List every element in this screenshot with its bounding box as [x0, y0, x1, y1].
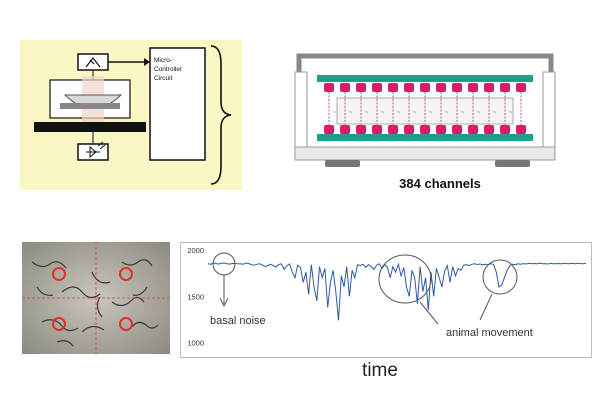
sensor-3	[356, 83, 366, 92]
worm-glyph-4: ~	[381, 110, 385, 116]
sensor-5	[388, 83, 398, 92]
signal-series-line	[207, 262, 587, 321]
reader-right-wall	[542, 71, 556, 148]
emitter-4	[372, 125, 382, 134]
worm-glyph-5: ~	[397, 110, 401, 116]
y-tick-label-1000: 1000	[187, 339, 204, 348]
worm-glyph-12: ~	[509, 110, 513, 116]
animal-movement-arrow-right	[479, 293, 493, 321]
worm-glyph-11: ~	[493, 110, 497, 116]
basal-noise-arrow-head-icon	[219, 297, 229, 308]
sensor-12	[500, 83, 510, 92]
emitter-5	[388, 125, 398, 134]
worm-glyph-7: ~	[429, 110, 433, 116]
bottom-emitter-board	[317, 134, 533, 141]
controller-line-1: Micro-	[154, 57, 172, 64]
sensor-9	[452, 83, 462, 92]
signal-arrow-icon	[144, 58, 150, 66]
well-photo	[22, 242, 170, 354]
emitter-2	[340, 125, 350, 134]
y-tick-label-1500: 1500	[187, 292, 204, 301]
annotation-animal-movement: animal movement	[446, 327, 533, 339]
x-axis-label: time	[362, 360, 398, 381]
stage-plate	[34, 122, 146, 132]
emitter-8	[436, 125, 446, 134]
sensor-2	[340, 83, 350, 92]
signal-trace-chart: 1000 1500 2000 basal noise animal movement	[180, 242, 592, 358]
reader-lid	[296, 53, 554, 72]
worm-glyph-8: ~	[445, 110, 449, 116]
worms	[31, 259, 159, 347]
worm-glyph-6: ~	[413, 110, 417, 116]
marked-well-top-right	[119, 267, 133, 281]
worm-glyph-1: ~	[333, 110, 337, 116]
emitter-1	[324, 125, 334, 134]
reader-wells: ~ ~ ~ ~ ~ ~ ~ ~ ~ ~ ~ ~	[324, 83, 526, 134]
sensor-10	[468, 83, 478, 92]
emitter-11	[484, 125, 494, 134]
worm-glyph-3: ~	[365, 110, 369, 116]
y-axis-ticks: 1000 1500 2000	[187, 246, 204, 348]
worm-glyph-2: ~	[349, 110, 353, 116]
emitter-6	[404, 125, 414, 134]
led-icon	[86, 141, 106, 159]
sensor-7	[420, 83, 430, 92]
microcontroller-box	[149, 47, 206, 161]
detection-schematic: Micro- Controller Circuit	[20, 40, 242, 190]
emitter-9	[452, 125, 462, 134]
annotation-basal-noise: basal noise	[210, 315, 266, 327]
animal-movement-arrow-left	[419, 301, 439, 325]
reader-foot-right	[495, 160, 530, 167]
chart-frame	[180, 242, 592, 358]
emitter-12	[500, 125, 510, 134]
sensor-6	[404, 83, 414, 92]
controller-line-2: Controller	[154, 66, 183, 73]
reader-left-wall	[294, 71, 308, 148]
curly-brace	[210, 45, 232, 185]
animal-movement-circle-small	[482, 259, 518, 295]
marked-well-bottom-left	[52, 317, 66, 331]
photodetector-box	[77, 53, 109, 71]
sensor-1	[324, 83, 334, 92]
photodetector-icon	[85, 57, 101, 68]
worm-glyph-9: ~	[461, 110, 465, 116]
sensor-8	[436, 83, 446, 92]
reader-device-diagram: ~ ~ ~ ~ ~ ~ ~ ~ ~ ~ ~ ~	[294, 53, 556, 167]
emitter-7	[420, 125, 430, 134]
y-tick-label-2000: 2000	[187, 246, 204, 255]
sensor-11	[484, 83, 494, 92]
channels-caption: 384 channels	[399, 176, 481, 191]
sensor-13	[516, 83, 526, 92]
emitter-3	[356, 125, 366, 134]
animal-movement-circle-large	[378, 254, 432, 304]
reader-foot-left	[325, 160, 360, 167]
marked-well-bottom-right	[119, 317, 133, 331]
sample-layer	[60, 103, 120, 109]
worm-glyph-10: ~	[477, 110, 481, 116]
top-sensor-board	[317, 75, 533, 82]
controller-line-3: Circuit	[154, 75, 173, 82]
sensor-4	[372, 83, 382, 92]
emitter-10	[468, 125, 478, 134]
emitter-13	[516, 125, 526, 134]
marked-well-top-left	[52, 267, 66, 281]
reader-base	[294, 146, 556, 161]
